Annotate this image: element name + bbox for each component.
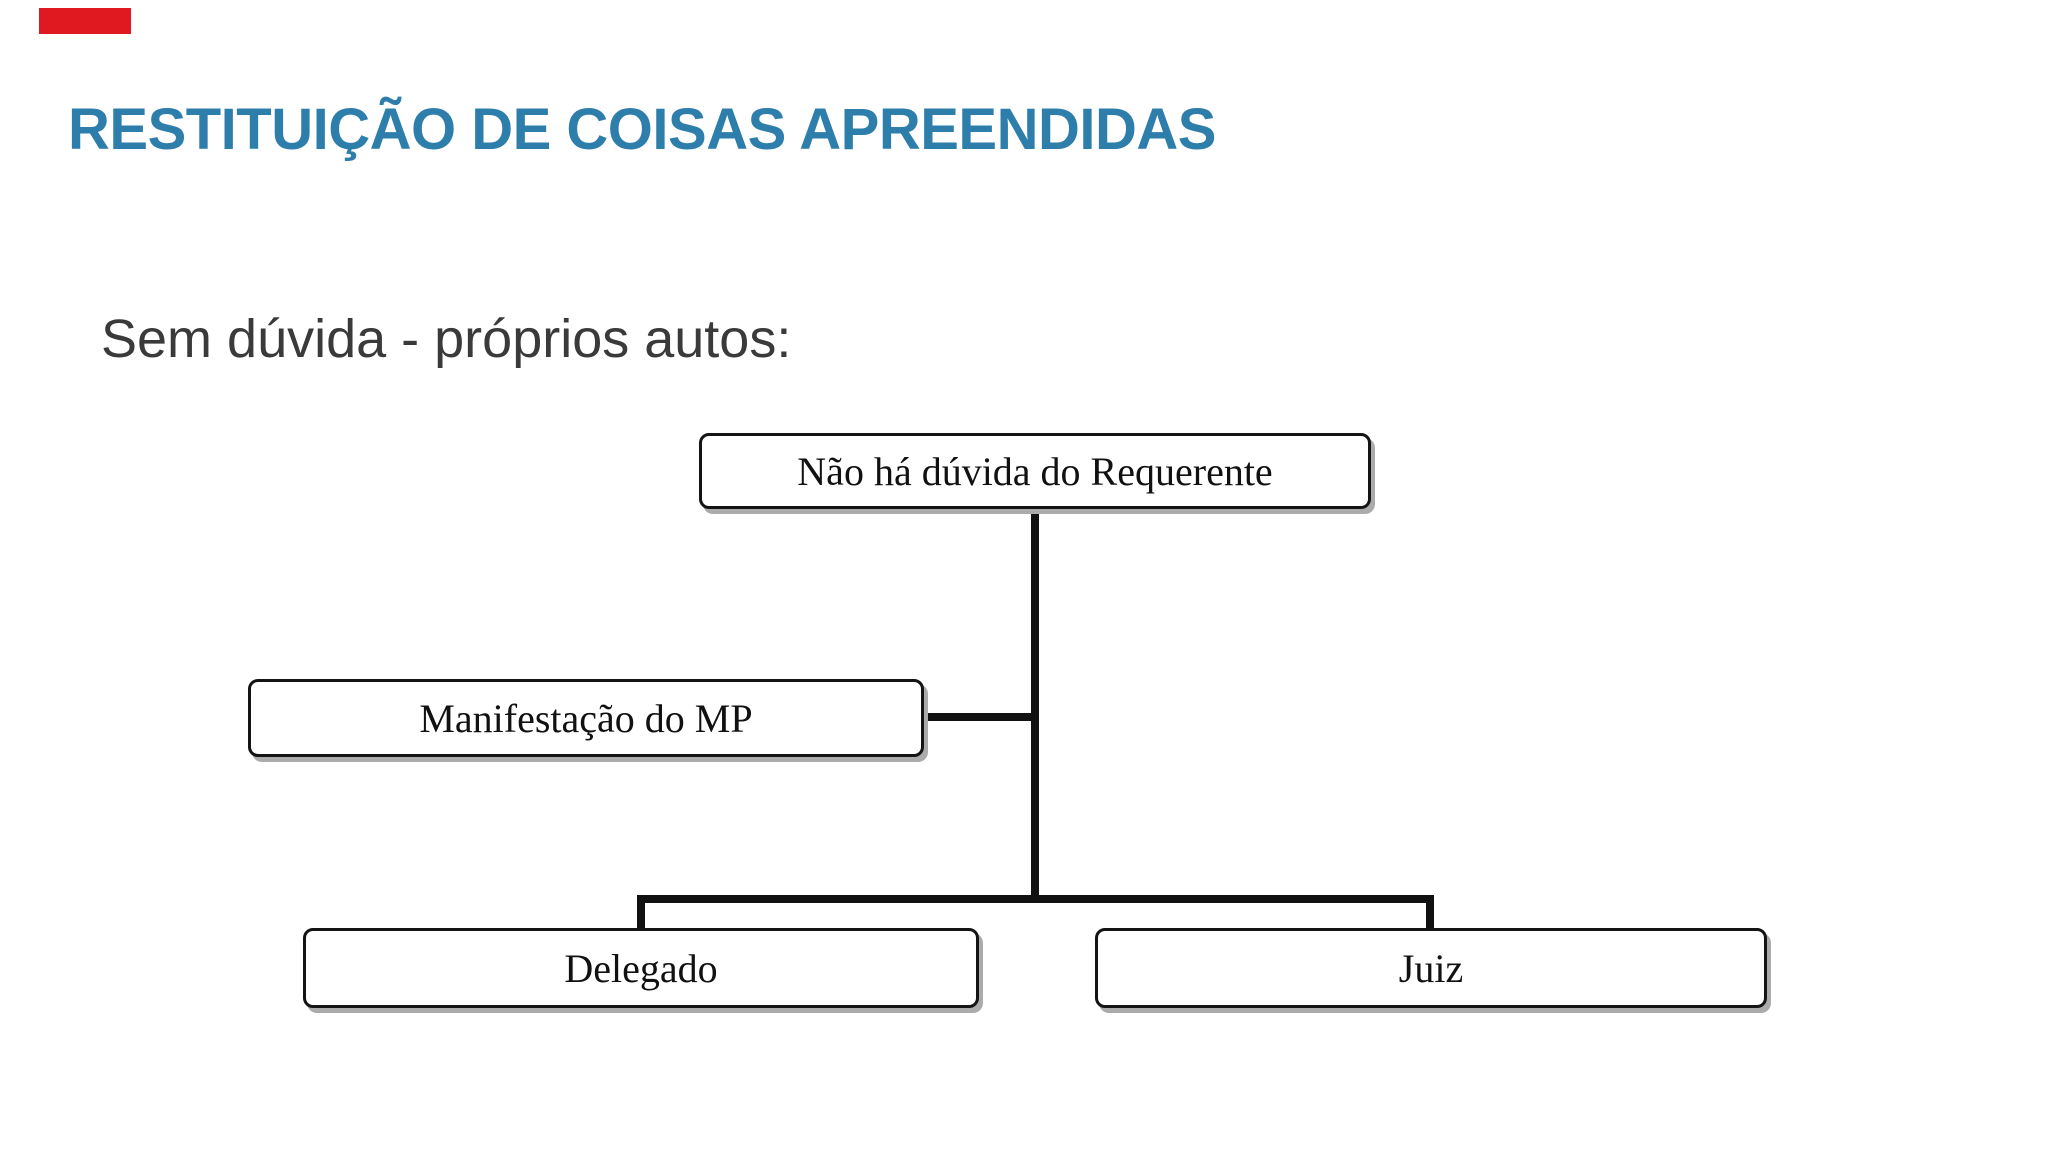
connector-drop-delegado [637,895,645,933]
node-label: Juiz [1398,945,1464,991]
connector-mp-horizontal [920,713,1035,721]
connector-branch-horizontal [637,895,1434,903]
slide-accent-bar [39,8,131,34]
flowchart-node-delegado: Delegado [303,928,979,1008]
flowchart-node-mp: Manifestação do MP [248,679,924,757]
flowchart-node-requerente: Não há dúvida do Requerente [699,433,1371,509]
slide-subtitle: Sem dúvida - próprios autos: [101,309,792,369]
node-label: Delegado [564,945,718,991]
node-label: Não há dúvida do Requerente [797,448,1273,494]
connector-trunk-vertical [1031,505,1039,903]
node-label: Manifestação do MP [419,695,753,741]
connector-drop-juiz [1426,895,1434,933]
flowchart-node-juiz: Juiz [1095,928,1767,1008]
slide-title: RESTITUIÇÃO DE COISAS APREENDIDAS [68,97,1216,162]
